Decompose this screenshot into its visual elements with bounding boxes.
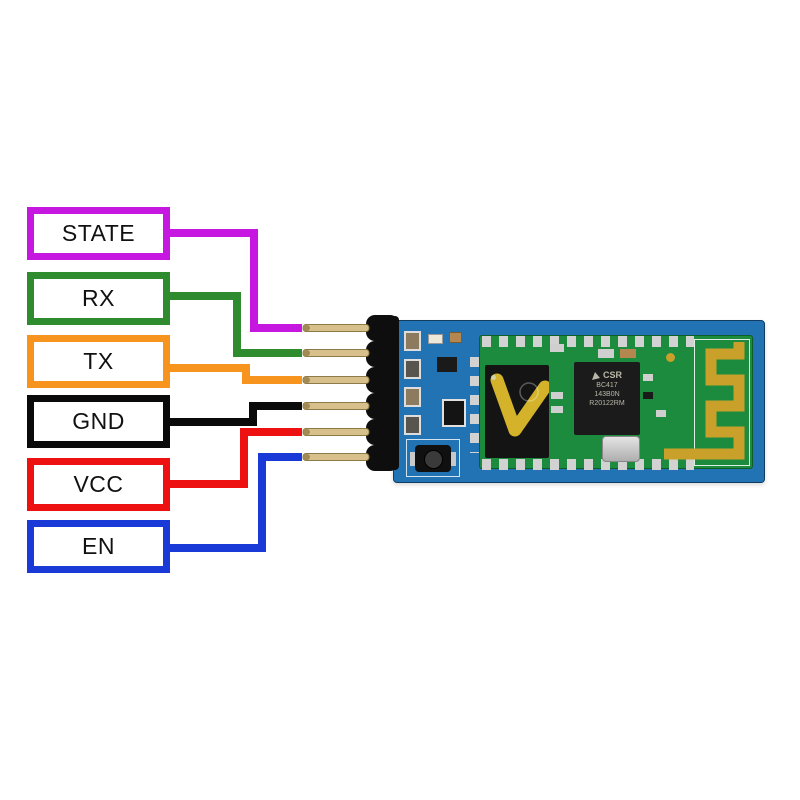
pin-gnd	[302, 402, 370, 410]
pin-label-state-text: STATE	[61, 220, 136, 246]
pin-tips	[303, 325, 310, 460]
smd-component	[643, 374, 653, 381]
button-contact	[410, 452, 417, 466]
pcb-antenna-icon	[664, 342, 745, 460]
pin-label-gnd: GND	[27, 395, 170, 448]
gold-via	[666, 353, 675, 362]
crystal-oscillator	[602, 436, 640, 462]
button-contact	[449, 452, 456, 466]
chip-model: BC417	[596, 382, 618, 389]
wire-gnd	[168, 402, 302, 426]
chip-brand: CSR	[602, 370, 622, 380]
pin-label-rx-text: RX	[82, 285, 115, 311]
pin-rx	[302, 349, 370, 357]
smd-resistor	[404, 331, 421, 351]
castellation-pads-left	[470, 357, 481, 453]
bluetooth-chip: CSR BC417 143B0N R20122RM	[574, 362, 640, 435]
pin-tx	[302, 376, 370, 384]
pin1-marker	[491, 375, 496, 380]
pin-label-en-text: EN	[82, 533, 115, 559]
pin-label-tx-text: TX	[83, 348, 114, 374]
wire-en	[168, 453, 302, 552]
csr-logo-icon	[591, 371, 600, 380]
chip-serial: R20122RM	[589, 400, 625, 407]
push-button-cap	[424, 450, 443, 469]
smd-component	[551, 392, 563, 399]
pin-label-vcc-text: VCC	[73, 471, 124, 497]
smd-component	[598, 349, 614, 358]
wire-state	[168, 229, 302, 332]
castellation-pads-top	[482, 336, 694, 347]
pin-label-tx: TX	[27, 335, 170, 388]
pin-label-vcc: VCC	[27, 458, 170, 511]
castellation-pads-bottom	[482, 459, 694, 470]
smd-component	[620, 349, 636, 358]
breakout-pcb: CSR BC417 143B0N R20122RM	[393, 320, 765, 483]
wire-tx	[168, 364, 302, 384]
smd-component	[550, 344, 564, 352]
antenna-silkscreen	[694, 339, 750, 466]
pin-label-rx: RX	[27, 272, 170, 325]
pin-state	[302, 324, 370, 332]
smd-resistor	[404, 387, 421, 407]
flash-chip	[485, 365, 552, 458]
status-led	[428, 334, 443, 344]
wire-rx	[168, 292, 302, 357]
wire-vcc	[168, 428, 302, 488]
chip-lot: 143B0N	[594, 391, 620, 398]
smd-component	[656, 410, 666, 417]
pin-en	[302, 453, 370, 461]
smd-diode	[442, 399, 466, 427]
hc05-daughterboard: CSR BC417 143B0N R20122RM	[479, 335, 753, 470]
smd-transistor	[437, 357, 457, 372]
smd-component	[551, 406, 563, 413]
smd-capacitor	[449, 332, 462, 343]
pin-label-en: EN	[27, 520, 170, 573]
pin-label-state: STATE	[27, 207, 170, 260]
pin-label-gnd-text: GND	[72, 408, 125, 434]
smd-resistor	[404, 415, 421, 435]
pin-vcc	[302, 428, 370, 436]
flash-swoosh-icon	[490, 373, 552, 437]
button-silkscreen	[406, 439, 460, 477]
smd-resistor	[404, 359, 421, 379]
push-button	[415, 445, 451, 472]
smd-component	[643, 392, 653, 399]
